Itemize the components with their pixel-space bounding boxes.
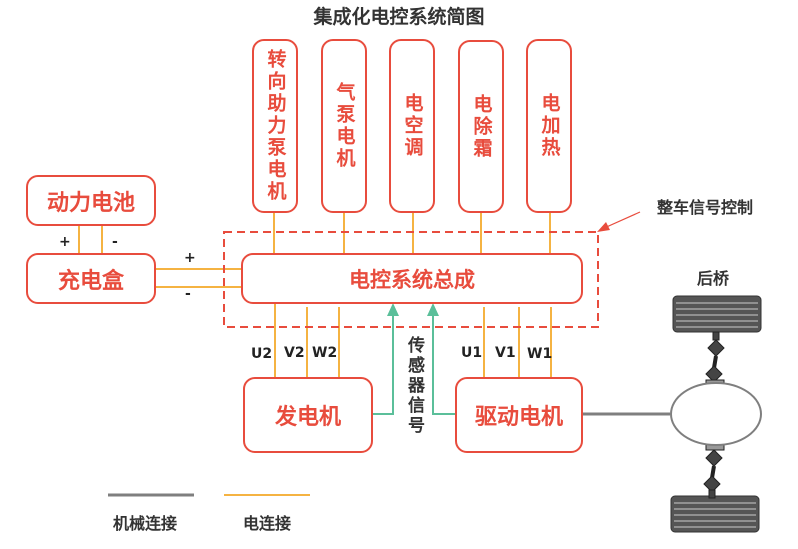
sensor-arrowhead-2 (427, 303, 439, 316)
charge-box: 充电盒 (26, 253, 156, 304)
motor-sensor-line (432, 312, 455, 415)
diagram-title: 集成化电控系统简图 (313, 6, 485, 28)
phase-label-u2: U2 (251, 346, 273, 362)
phase-label-w2: W2 (312, 345, 338, 361)
lower-wheel (670, 495, 760, 533)
vehicle-control-frame (223, 231, 599, 328)
rear-axle-label: 后桥 (697, 269, 730, 288)
electric-control-assembly: 电控系统总成 (241, 253, 583, 304)
rear-axle-drawing (670, 295, 762, 533)
bus-plus-label: + (184, 250, 196, 266)
legend-mechanical-label: 机械连接 (113, 514, 178, 533)
vehicle-signal-arrow-line (601, 211, 641, 230)
generator: 发电机 (243, 377, 373, 453)
load-steering-pump-motor: 转向助力泵电机 (252, 39, 298, 213)
load-electric-heater: 电加热 (526, 39, 572, 213)
phase-label-v1: V1 (495, 345, 516, 361)
phase-label-v2: V2 (284, 345, 305, 361)
load-air-conditioner: 电空调 (389, 39, 435, 213)
battery-plus-label: + (59, 234, 71, 250)
load-defroster: 电除霜 (458, 40, 504, 213)
upper-halfshaft (705, 331, 725, 391)
power-battery: 动力电池 (26, 175, 156, 226)
sensor-signal-label: 传感器信号 (404, 336, 424, 436)
vehicle-signal-control-label: 整车信号控制 (657, 198, 754, 217)
upper-wheel (672, 295, 762, 333)
battery-minus-label: - (112, 234, 118, 250)
lower-halfshaft (703, 439, 725, 499)
sensor-lines (372, 312, 455, 415)
bus-minus-label: - (185, 286, 191, 302)
generator-sensor-line (372, 312, 394, 415)
sensor-arrowhead-1 (387, 303, 399, 316)
drive-motor: 驱动电机 (455, 377, 583, 453)
phase-label-u1: U1 (461, 345, 483, 361)
legend-electrical-label: 电连接 (243, 514, 292, 533)
phase-label-w1: W1 (527, 346, 553, 362)
load-electric-lines (78, 212, 552, 378)
vehicle-signal-arrowhead (597, 222, 610, 232)
differential-housing (670, 382, 762, 446)
load-air-pump-motor: 气泵电机 (321, 39, 367, 213)
